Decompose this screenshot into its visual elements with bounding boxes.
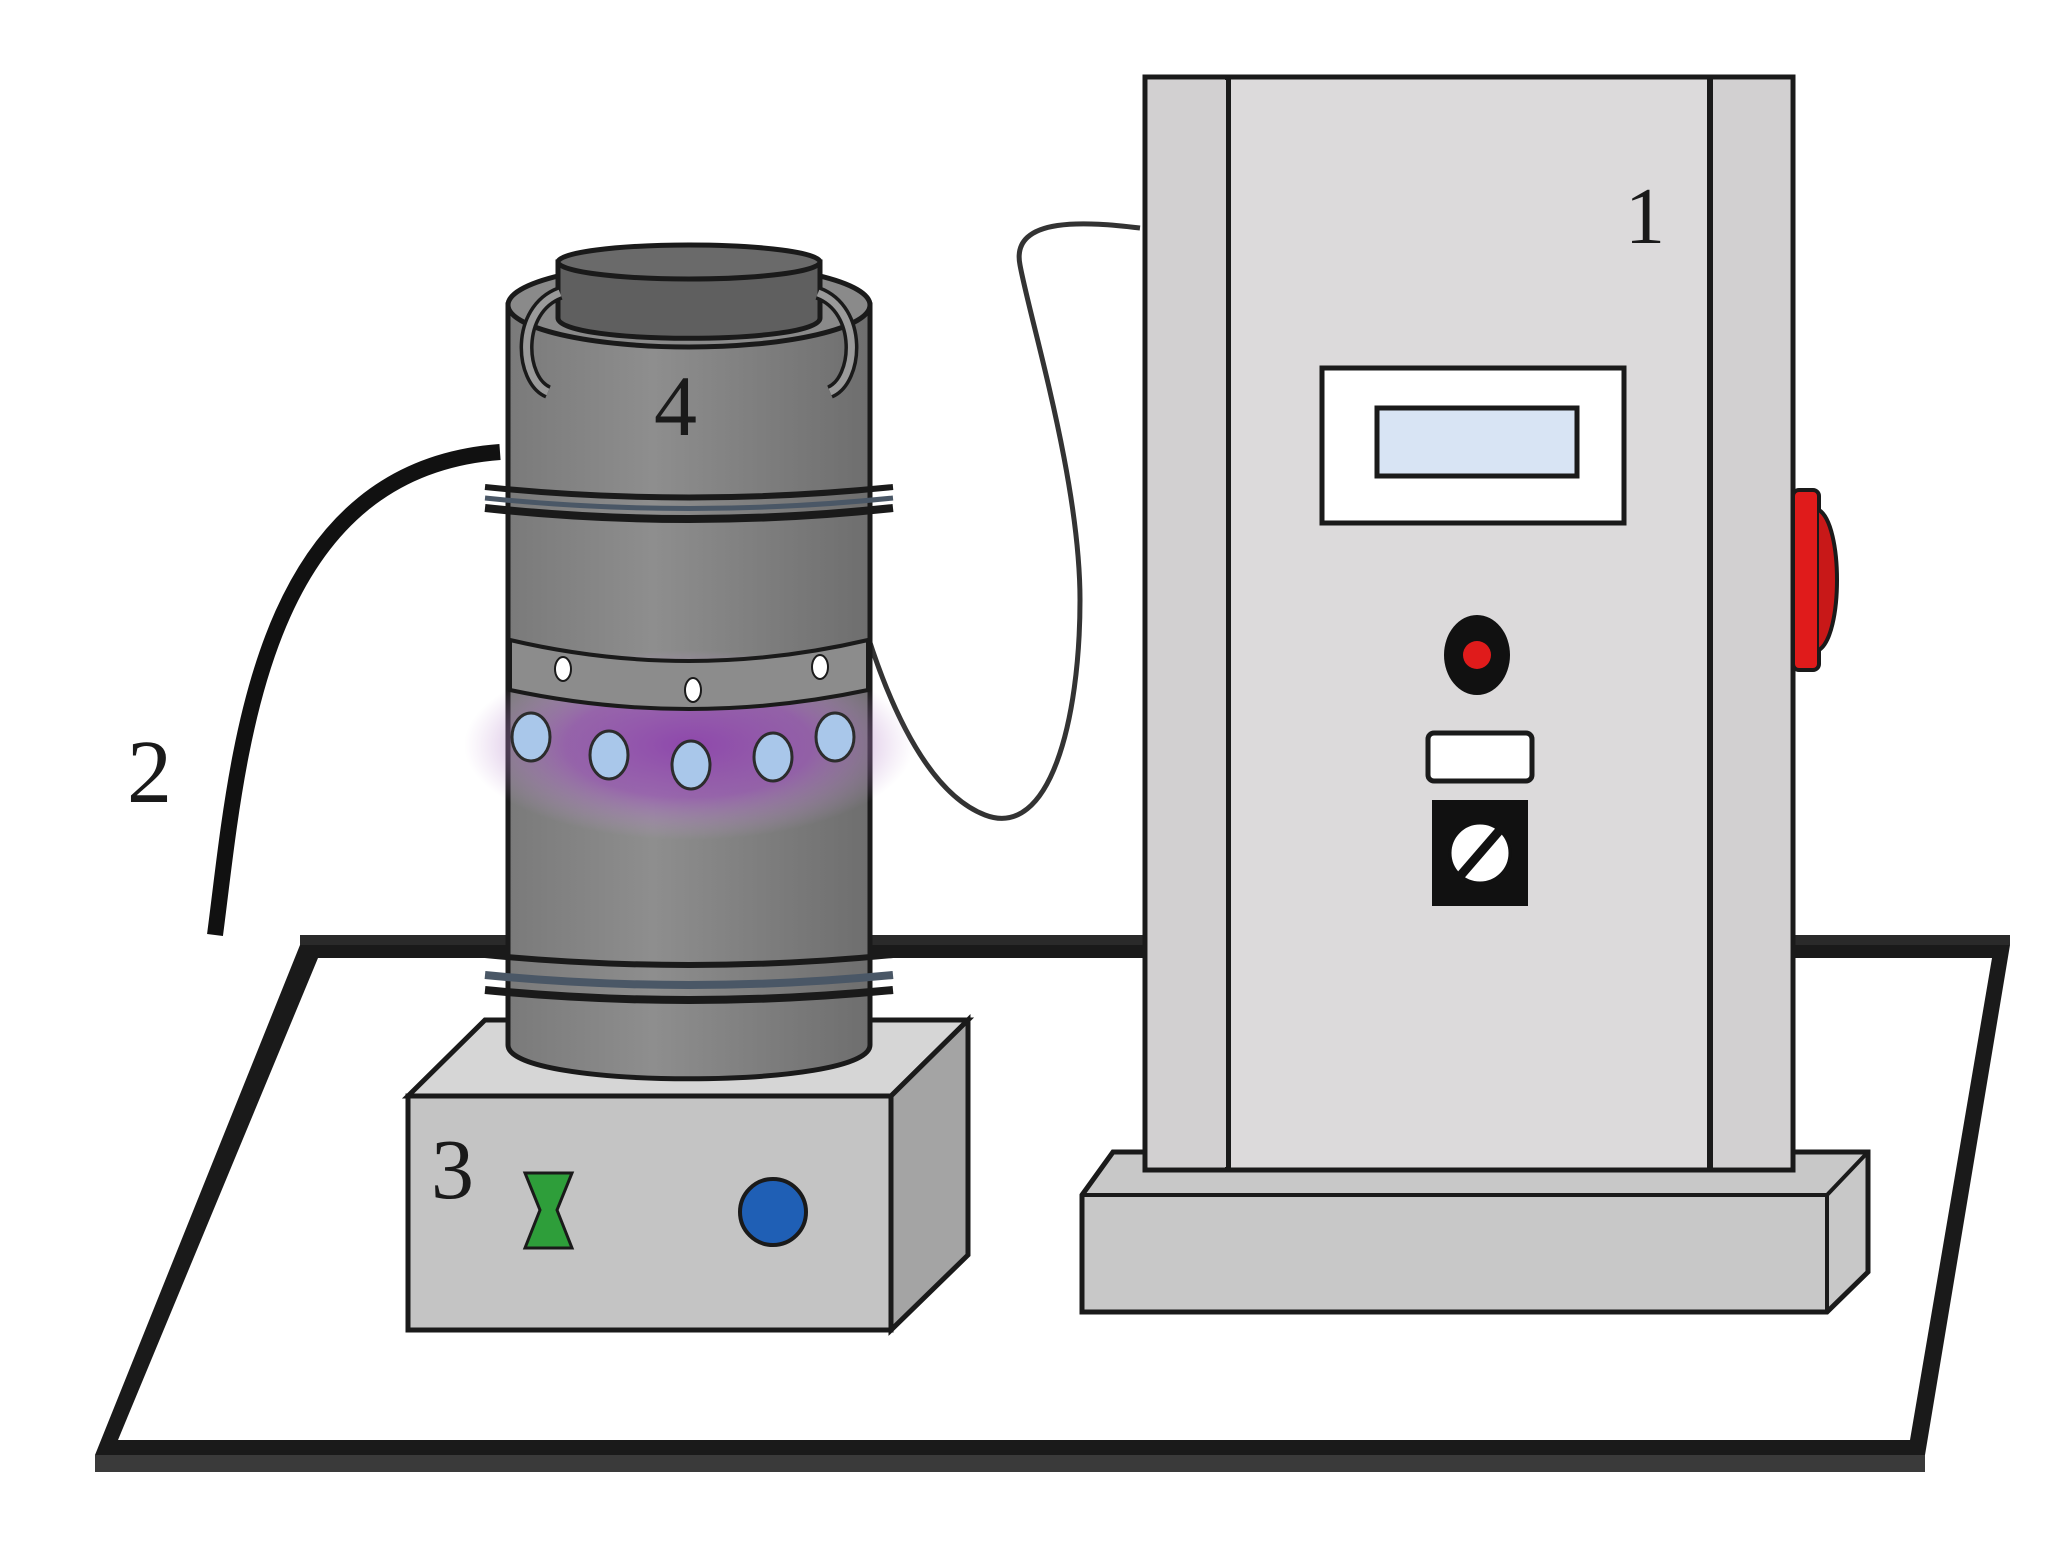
label-power-unit: 1 bbox=[1625, 173, 1665, 261]
plasma-reactor bbox=[464, 242, 914, 1082]
power-supply-unit bbox=[1079, 74, 1871, 1315]
round-button-icon[interactable] bbox=[738, 1177, 808, 1247]
electrode-cable bbox=[857, 221, 1141, 821]
reactor-cap bbox=[555, 242, 823, 341]
label-reactor: 4 bbox=[654, 358, 697, 454]
hourglass-knob-icon[interactable] bbox=[522, 1171, 575, 1250]
display-panel bbox=[1319, 365, 1627, 526]
rotary-switch-icon[interactable] bbox=[1432, 800, 1528, 906]
plasma-dots bbox=[510, 711, 856, 791]
red-indicator-light-icon bbox=[1444, 615, 1510, 695]
reactor-handles bbox=[519, 286, 859, 399]
upper-clamp-ring bbox=[484, 484, 894, 523]
plasma-discharge-zone bbox=[464, 637, 914, 840]
emergency-stop-button-icon[interactable] bbox=[1791, 488, 1839, 672]
component-labels: 1 2 3 4 bbox=[127, 173, 1665, 1217]
gas-hose bbox=[207, 444, 501, 937]
lower-clamp-ring bbox=[484, 952, 894, 1004]
label-plate bbox=[1425, 730, 1535, 784]
label-gas-hose: 2 bbox=[127, 723, 172, 822]
electrode-dots-top bbox=[554, 654, 829, 703]
label-stirrer-base: 3 bbox=[431, 1121, 474, 1217]
